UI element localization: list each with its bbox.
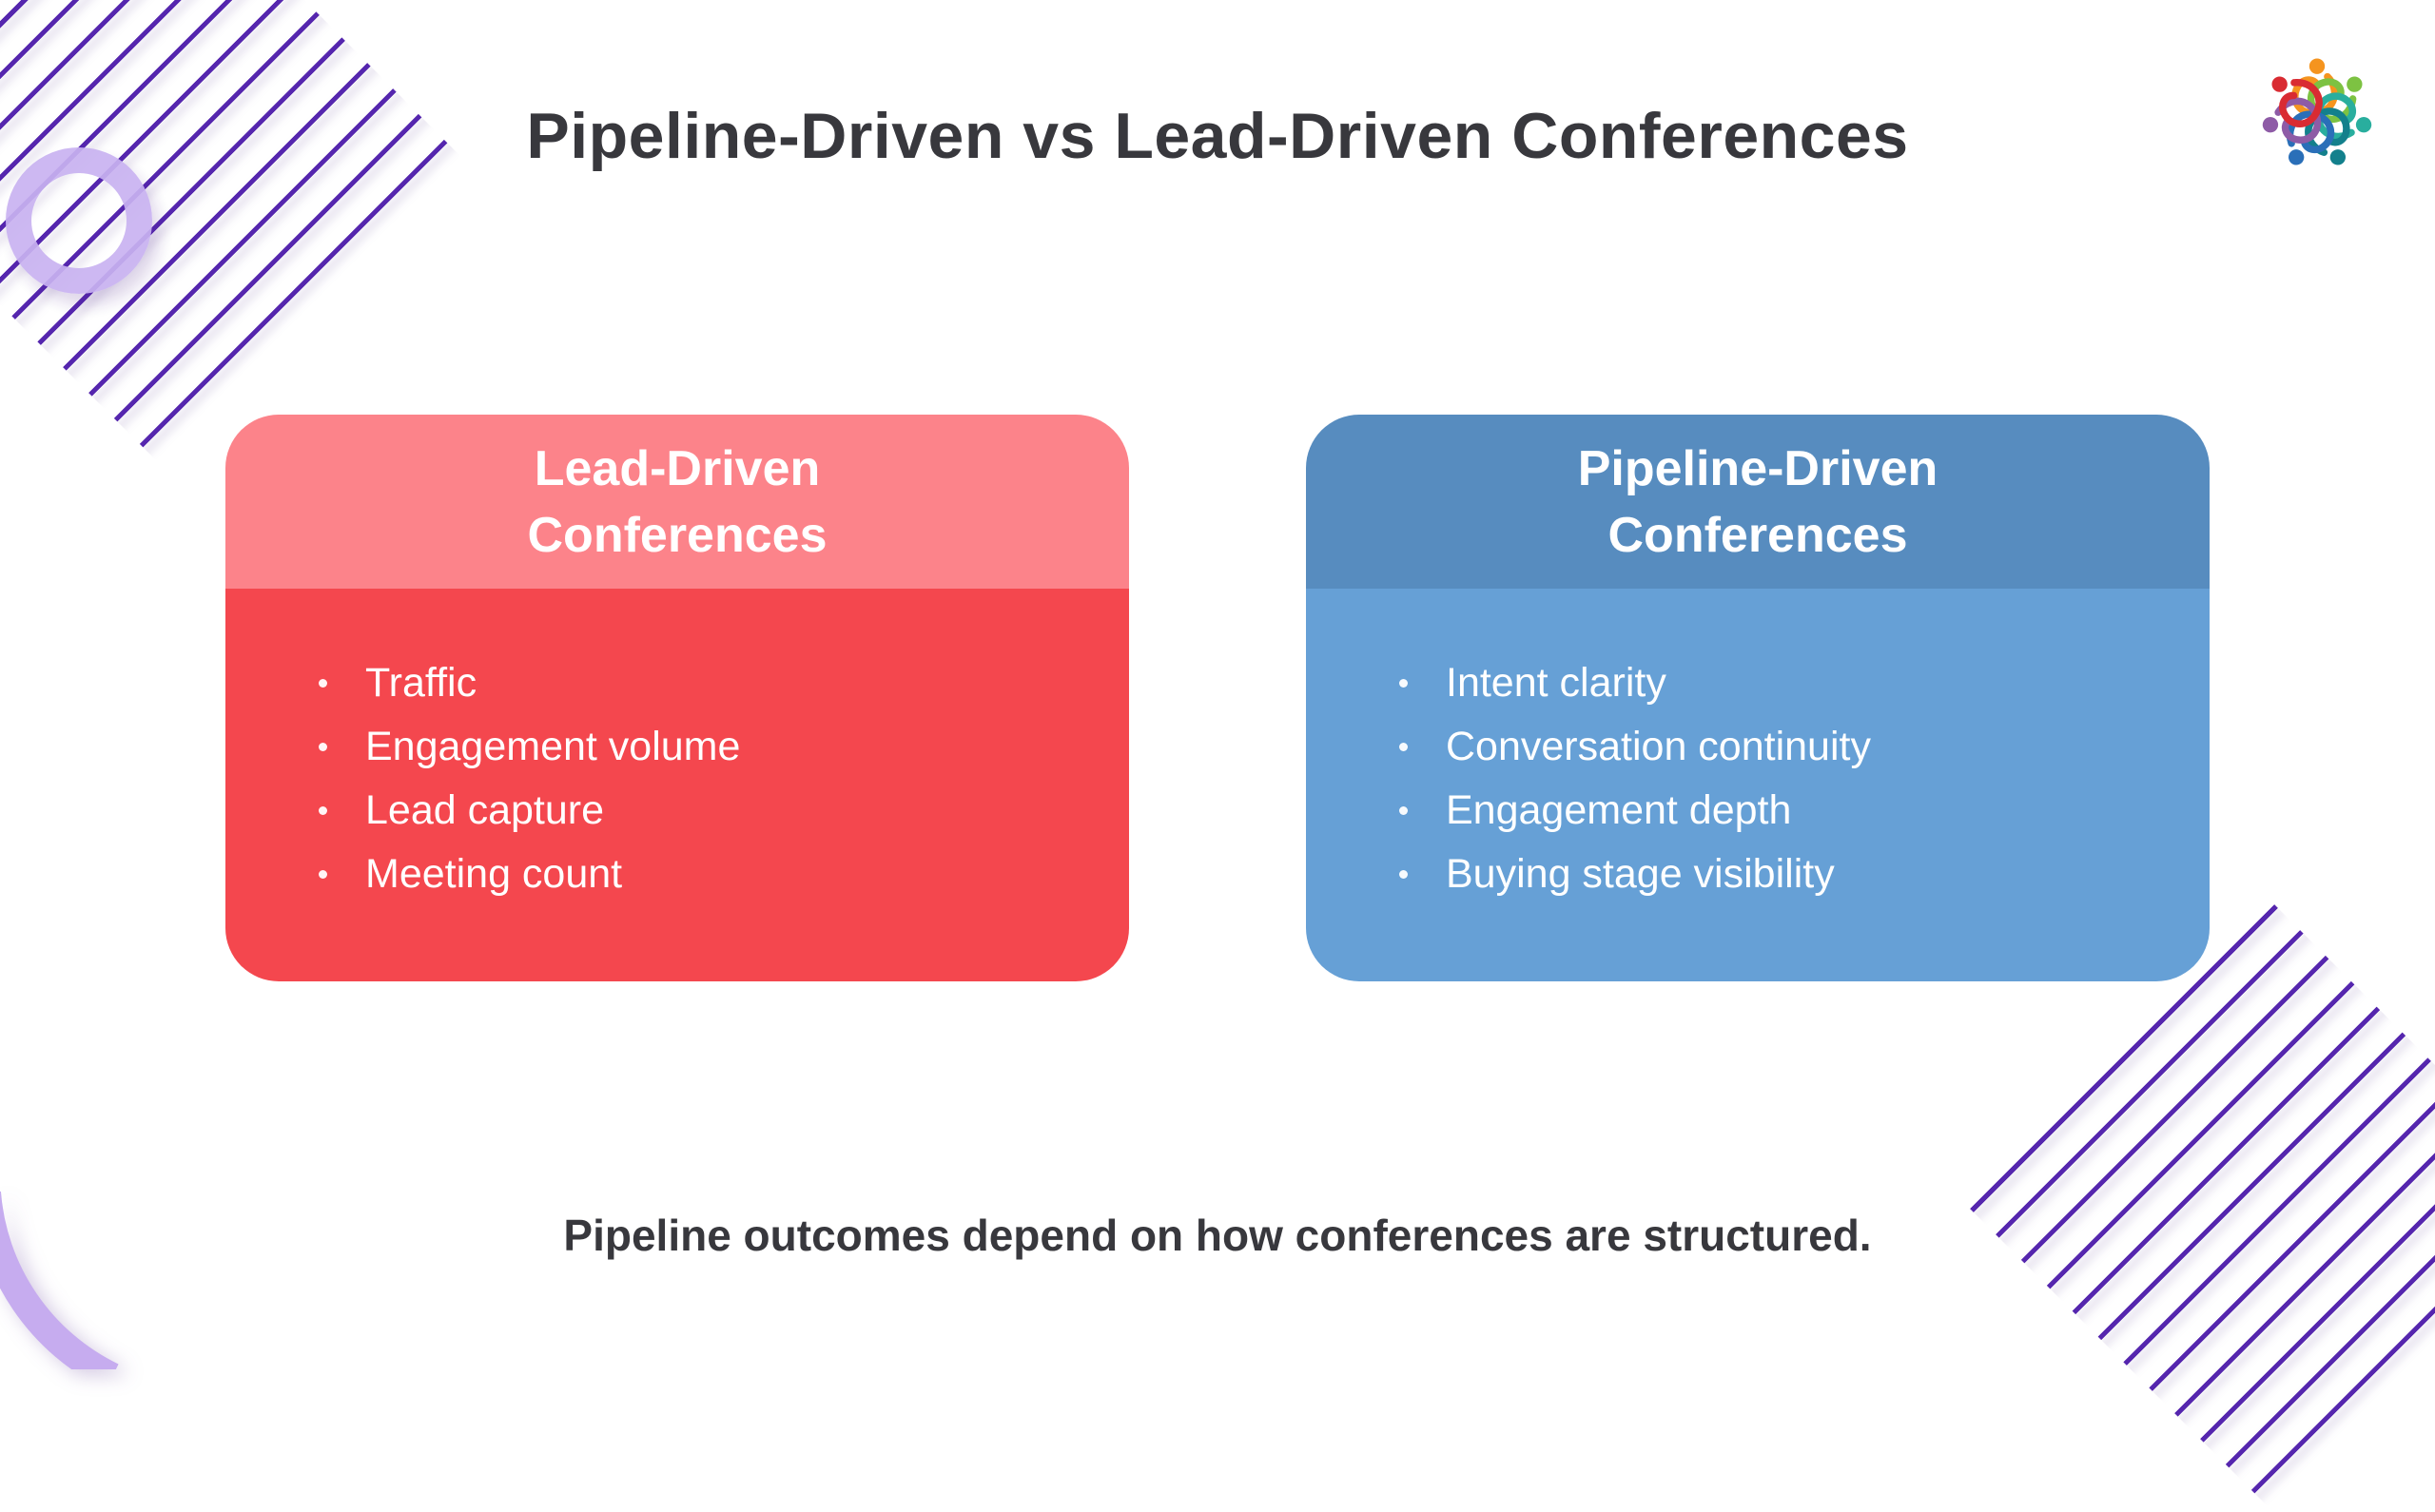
pipeline-driven-list: Intent clarity Conversation continuity E… [1399, 651, 2172, 906]
list-item-text: Conversation continuity [1446, 724, 1871, 769]
bullet-dot-icon [319, 870, 327, 879]
bullet-dot-icon [1399, 806, 1408, 815]
page-title: Pipeline-Driven vs Lead-Driven Conferenc… [526, 100, 1909, 172]
bullet-dot-icon [319, 743, 327, 751]
list-item: Engagement volume [319, 715, 1091, 779]
diagonal-stripes-bottom-right-decor [1969, 903, 2435, 1512]
list-item: Intent clarity [1399, 651, 2172, 715]
list-item: Meeting count [319, 843, 1091, 906]
list-item: Traffic [319, 651, 1091, 715]
list-item-text: Traffic [365, 660, 477, 706]
card-lead-driven-header: Lead-Driven Conferences [225, 415, 1129, 589]
bullet-dot-icon [1399, 743, 1408, 751]
card-lead-driven-title-line-1: Lead-Driven [534, 440, 821, 496]
card-lead-driven-body: Traffic Engagement volume Lead capture M… [225, 589, 1129, 981]
footer-caption: Pipeline outcomes depend on how conferen… [563, 1211, 1872, 1260]
list-item-text: Lead capture [365, 787, 605, 833]
community-people-circle-logo-icon [2262, 58, 2372, 165]
card-pipeline-driven-header: Pipeline-Driven Conferences [1306, 415, 2210, 589]
list-item: Engagement depth [1399, 779, 2172, 843]
list-item: Lead capture [319, 779, 1091, 843]
list-item: Buying stage visibility [1399, 843, 2172, 906]
lead-driven-list: Traffic Engagement volume Lead capture M… [319, 651, 1091, 906]
list-item-text: Buying stage visibility [1446, 851, 1835, 897]
card-pipeline-driven-title-line-1: Pipeline-Driven [1577, 440, 1938, 496]
list-item: Conversation continuity [1399, 715, 2172, 779]
bullet-dot-icon [1399, 870, 1408, 879]
list-item-text: Engagement depth [1446, 787, 1792, 833]
bullet-dot-icon [1399, 679, 1408, 688]
card-pipeline-driven: Pipeline-Driven Conferences Intent clari… [1306, 415, 2210, 981]
bullet-dot-icon [319, 679, 327, 688]
list-item-text: Meeting count [365, 851, 623, 897]
list-item-text: Intent clarity [1446, 660, 1666, 706]
list-item-text: Engagement volume [365, 724, 741, 769]
card-pipeline-driven-body: Intent clarity Conversation continuity E… [1306, 589, 2210, 981]
bullet-dot-icon [319, 806, 327, 815]
card-pipeline-driven-title-line-2: Conferences [1607, 507, 1908, 563]
card-lead-driven-title-line-2: Conferences [527, 507, 828, 563]
card-lead-driven: Lead-Driven Conferences Traffic Engageme… [225, 415, 1129, 981]
